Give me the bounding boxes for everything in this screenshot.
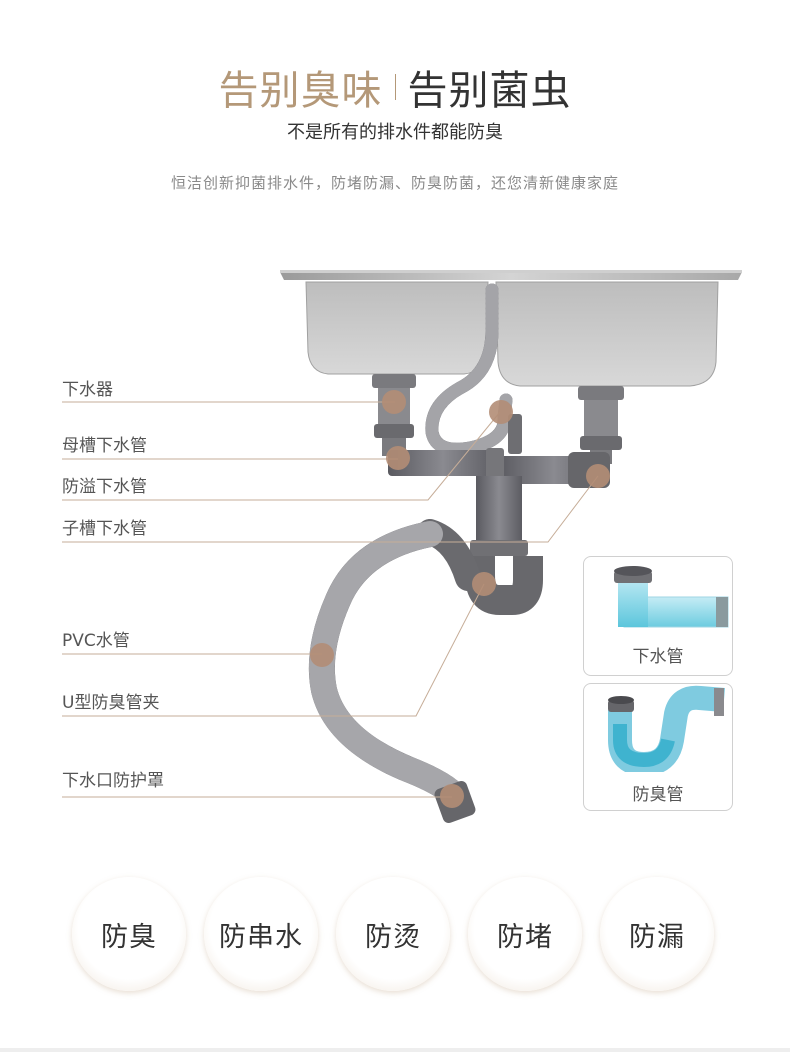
headline-right: 告别菌虫 [407,68,572,114]
straight-pipe-image [614,566,729,628]
label-overflow-pipe: 防溢下水管 [62,477,147,497]
card-drain-pipe-caption: 下水管 [632,647,684,667]
description: 恒洁创新抑菌排水件，防堵防漏、防臭防菌，还您清新健康家庭 [170,174,619,192]
feature-label: 防堵 [497,921,553,953]
pvc-hose [308,521,476,824]
left-strainer [372,374,416,456]
feature-label: 防臭 [101,921,157,953]
sink-basin [280,270,742,387]
subtitle: 不是所有的排水件都能防臭 [287,122,503,143]
label-pvc-pipe: PVC水管 [62,631,130,651]
label-main-basin-pipe: 母槽下水管 [62,436,147,456]
card-drain-pipe: 下水管 [583,556,733,676]
leader-lines [62,401,599,798]
feature-badge-heat-proof: 防烫 [336,877,450,991]
label-u-trap-clamp: U型防臭管夹 [62,693,160,713]
feature-label: 防漏 [629,921,685,953]
card-odor-pipe-caption: 防臭管 [632,785,684,805]
bottom-divider [0,1048,790,1052]
feature-badge-backflow-proof: 防串水 [204,877,318,991]
feature-label: 防串水 [219,921,303,953]
feature-label: 防烫 [365,921,421,953]
overflow-hose [425,283,522,456]
label-outlet-guard: 下水口防护罩 [62,771,164,791]
part-markers [310,390,610,808]
feature-badge-odor-proof: 防臭 [72,877,186,991]
headline-left: 告别臭味 [218,68,383,114]
feature-badge-clog-proof: 防堵 [468,877,582,991]
label-drain: 下水器 [62,380,113,400]
headline-divider [394,74,396,100]
headline: 告别臭味告别菌虫 [0,58,790,116]
card-odor-pipe: 防臭管 [583,683,733,811]
odor-trap-pipe-image [608,685,725,777]
label-sub-basin-pipe: 子槽下水管 [62,519,147,539]
feature-badge-leak-proof: 防漏 [600,877,714,991]
